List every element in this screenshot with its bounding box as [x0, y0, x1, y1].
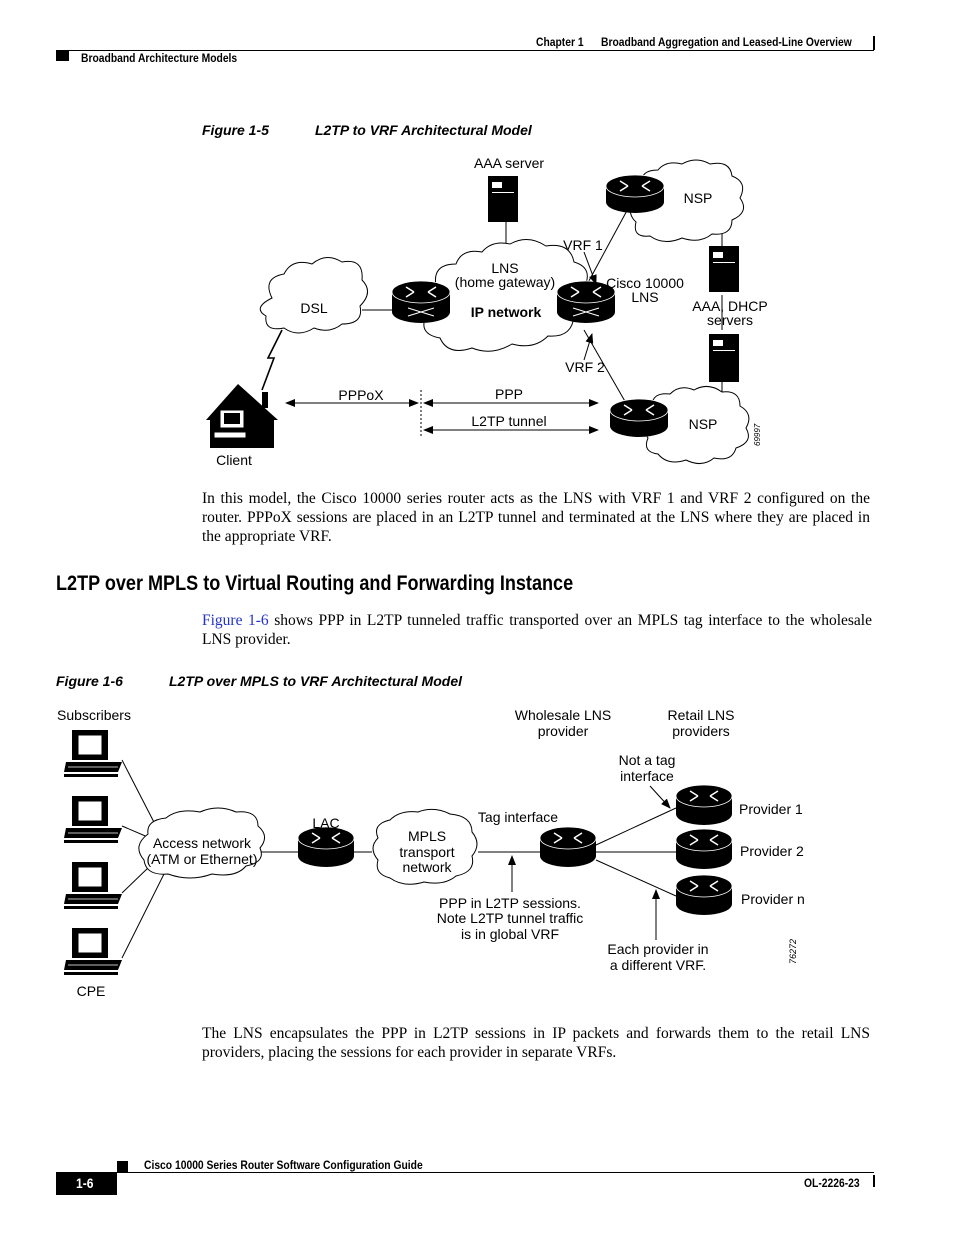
access-label-2: (ATM or Ethernet) — [147, 851, 258, 867]
aaa-dhcp-server-icon — [709, 246, 739, 382]
footer-marker — [117, 1161, 128, 1173]
cisco-lns-label: LNS — [631, 289, 658, 305]
section-heading: L2TP over MPLS to Virtual Routing and Fo… — [56, 572, 574, 595]
paragraph-2: Figure 1-6 shows PPP in L2TP tunneled tr… — [202, 612, 872, 648]
lac-router-icon — [297, 826, 355, 867]
footer-tick — [873, 1175, 875, 1187]
provider2-label: Provider 2 — [740, 843, 804, 859]
wholesale-label-1: Wholesale LNS — [515, 707, 612, 723]
provider1-label: Provider 1 — [739, 801, 803, 817]
tag-interface-label: Tag interface — [478, 809, 558, 825]
provider1-router-icon — [675, 784, 733, 825]
figure6-number: Figure 1-6 — [56, 673, 123, 689]
dsl-cloud-icon — [259, 257, 368, 334]
each-provider-label-2: a different VRF. — [610, 957, 706, 973]
pppox-label: PPPoX — [338, 387, 384, 403]
subscribers-label: Subscribers — [57, 707, 131, 723]
cisco-10000-label: Cisco 10000 — [606, 275, 684, 291]
ppp-l2tp-label-1: PPP in L2TP sessions. — [439, 895, 581, 911]
nsp-bottom-router-icon — [609, 398, 669, 437]
each-provider-label-1: Each provider in — [607, 941, 708, 957]
footer-doc-number: OL-2226-23 — [804, 1176, 860, 1190]
figure5-number: Figure 1-5 — [202, 122, 269, 138]
mpls-label-3: network — [402, 859, 452, 875]
nsp-top-label: NSP — [684, 190, 713, 206]
header-marker — [56, 51, 69, 61]
wholesale-label-2: provider — [538, 723, 589, 739]
figure5-id: 69997 — [753, 423, 762, 446]
provider2-router-icon — [675, 828, 733, 869]
subscriber-computer-icon — [64, 928, 122, 975]
servers-label: servers — [707, 312, 753, 328]
subscriber-computer-icon — [64, 730, 122, 777]
l2tp-tunnel-label: L2TP tunnel — [471, 413, 546, 429]
retail-label-2: providers — [672, 723, 730, 739]
aaa-server-label: AAA server — [474, 155, 544, 171]
footer-page-box — [56, 1173, 117, 1195]
mpls-label-1: MPLS — [408, 828, 446, 844]
lac-label: LAC — [312, 815, 339, 831]
lns-label: LNS — [491, 260, 518, 276]
home-gateway-label: (home gateway) — [455, 274, 555, 290]
footer-guide-title: Cisco 10000 Series Router Software Confi… — [144, 1158, 423, 1172]
subscriber-computer-icon — [64, 862, 122, 909]
ppp-l2tp-label-3: is in global VRF — [461, 926, 559, 942]
figure6-id: 76272 — [788, 939, 798, 964]
access-label-1: Access network — [153, 835, 252, 851]
header-chapter-title: Broadband Aggregation and Leased-Line Ov… — [601, 35, 852, 49]
retail-label-1: Retail LNS — [668, 707, 735, 723]
ppp-label: PPP — [495, 386, 523, 402]
mpls-label-2: transport — [399, 844, 454, 860]
footer-rule — [56, 1172, 874, 1173]
providern-router-icon — [675, 874, 733, 915]
not-tag-label-2: interface — [620, 768, 674, 784]
aaa-server-icon — [488, 176, 518, 222]
paragraph-3: The LNS encapsulates the PPP in L2TP ses… — [202, 1025, 870, 1061]
paragraph-1: In this model, the Cisco 10000 series ro… — [202, 490, 870, 545]
nsp-bottom-cloud-icon — [642, 386, 750, 464]
ip-network-label: IP network — [471, 304, 542, 320]
figure5-title: L2TP to VRF Architectural Model — [315, 122, 532, 138]
footer-page-number: 1-6 — [76, 1175, 94, 1191]
providern-label: Provider n — [741, 891, 805, 907]
figure6-links — [121, 759, 677, 959]
vrf1-label: VRF 1 — [563, 237, 603, 253]
ppp-l2tp-label-2: Note L2TP tunnel traffic — [437, 910, 584, 926]
client-label: Client — [216, 452, 252, 468]
nsp-bottom-label: NSP — [689, 416, 718, 432]
not-tag-label-1: Not a tag — [619, 752, 676, 768]
aaa-dhcp-label: AAA, DHCP — [692, 298, 767, 314]
dsl-link-lightning — [261, 329, 283, 391]
header-section: Broadband Architecture Models — [81, 51, 238, 65]
header-chapter: Chapter 1 — [536, 35, 584, 49]
header-tick — [873, 36, 875, 50]
dsl-label: DSL — [300, 300, 327, 316]
figure6-title: L2TP over MPLS to VRF Architectural Mode… — [169, 673, 463, 689]
cisco-10000-router-icon — [556, 280, 616, 323]
access-network-cloud-icon — [138, 807, 265, 879]
mpls-cloud-icon — [372, 808, 478, 885]
lns-router-icon — [391, 280, 451, 323]
subscriber-computer-icon — [64, 796, 122, 843]
wholesale-router-icon — [539, 826, 597, 867]
cpe-label: CPE — [77, 983, 106, 999]
nsp-top-router-icon — [605, 174, 665, 213]
vrf2-label: VRF 2 — [565, 359, 605, 375]
figure6-link[interactable]: Figure 1-6 — [202, 612, 269, 629]
header-rule — [56, 50, 874, 51]
client-house-icon — [206, 384, 278, 448]
